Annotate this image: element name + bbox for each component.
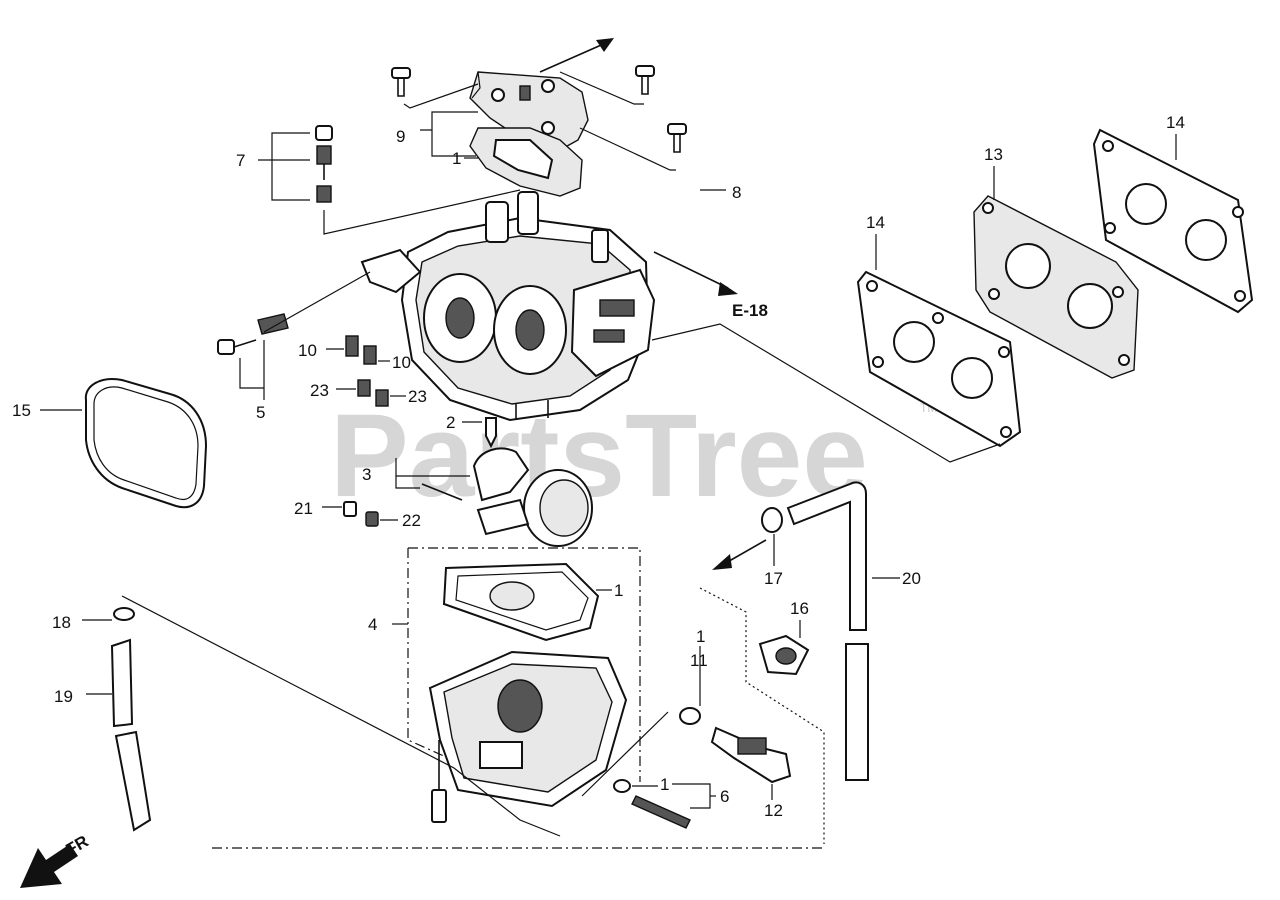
callout-1-gasket: 1 <box>614 581 623 600</box>
float-chamber-gasket <box>442 562 600 642</box>
top-gasket <box>469 127 583 197</box>
callout-18: 18 <box>52 613 71 632</box>
callout-4: 4 <box>368 615 377 634</box>
callout-9: 9 <box>396 127 405 146</box>
jet-set <box>258 125 521 235</box>
callout-1-washer: 1 <box>696 627 705 646</box>
reference-e18: E-18 <box>732 301 768 320</box>
callout-15: 15 <box>12 401 31 420</box>
cover-direction-arrow <box>539 38 614 73</box>
callout-14-right: 14 <box>1166 113 1185 132</box>
insulator-13 <box>973 195 1139 379</box>
hose-clamp-16 <box>758 620 810 676</box>
callout-23-left: 23 <box>310 381 329 400</box>
float-valve-needle <box>462 417 497 449</box>
callout-16: 16 <box>790 599 809 618</box>
pilot-screw <box>217 271 371 400</box>
callout-3: 3 <box>362 465 371 484</box>
screws-21-22 <box>322 501 398 527</box>
cover-screws <box>391 65 687 171</box>
jets-10-23 <box>326 335 406 407</box>
callout-10-right: 10 <box>392 353 411 372</box>
hose-clip-17 <box>712 507 783 570</box>
drain-screw <box>613 779 716 829</box>
callout-12: 12 <box>764 801 783 820</box>
fuel-cut-solenoid <box>581 646 792 800</box>
top-cover-plate <box>469 71 589 151</box>
callout-20: 20 <box>902 569 921 588</box>
front-direction-arrow <box>20 844 78 888</box>
float-chamber <box>428 650 628 823</box>
callout-11: 11 <box>690 651 708 670</box>
callout-5: 5 <box>256 403 265 422</box>
callout-8: 8 <box>732 183 741 202</box>
float-chamber-o-ring <box>84 378 208 509</box>
insulator-gasket-14-left <box>856 270 1022 448</box>
callout-2: 2 <box>446 413 455 432</box>
watermark: PartsTree <box>330 390 868 522</box>
tube-clip-18 <box>82 607 135 621</box>
callout-13: 13 <box>984 145 1003 164</box>
callout-1-drain: 1 <box>660 775 669 794</box>
callout-17: 17 <box>764 569 783 588</box>
callout-21: 21 <box>294 499 313 518</box>
callout-1-top: 1 <box>452 149 461 168</box>
insulator-gasket-14-right <box>1092 128 1254 314</box>
callout-19: 19 <box>54 687 73 706</box>
callout-6: 6 <box>720 787 729 806</box>
carburetor-body <box>360 191 656 422</box>
drain-tube-19 <box>86 638 152 832</box>
callout-14-left: 14 <box>866 213 885 232</box>
fuel-hose-20 <box>786 481 900 781</box>
callout-23-right: 23 <box>408 387 427 406</box>
callout-7: 7 <box>236 151 245 170</box>
float <box>395 447 593 547</box>
e18-reference-arrow <box>653 251 738 296</box>
callout-22: 22 <box>402 511 421 530</box>
callout-10-left: 10 <box>298 341 317 360</box>
